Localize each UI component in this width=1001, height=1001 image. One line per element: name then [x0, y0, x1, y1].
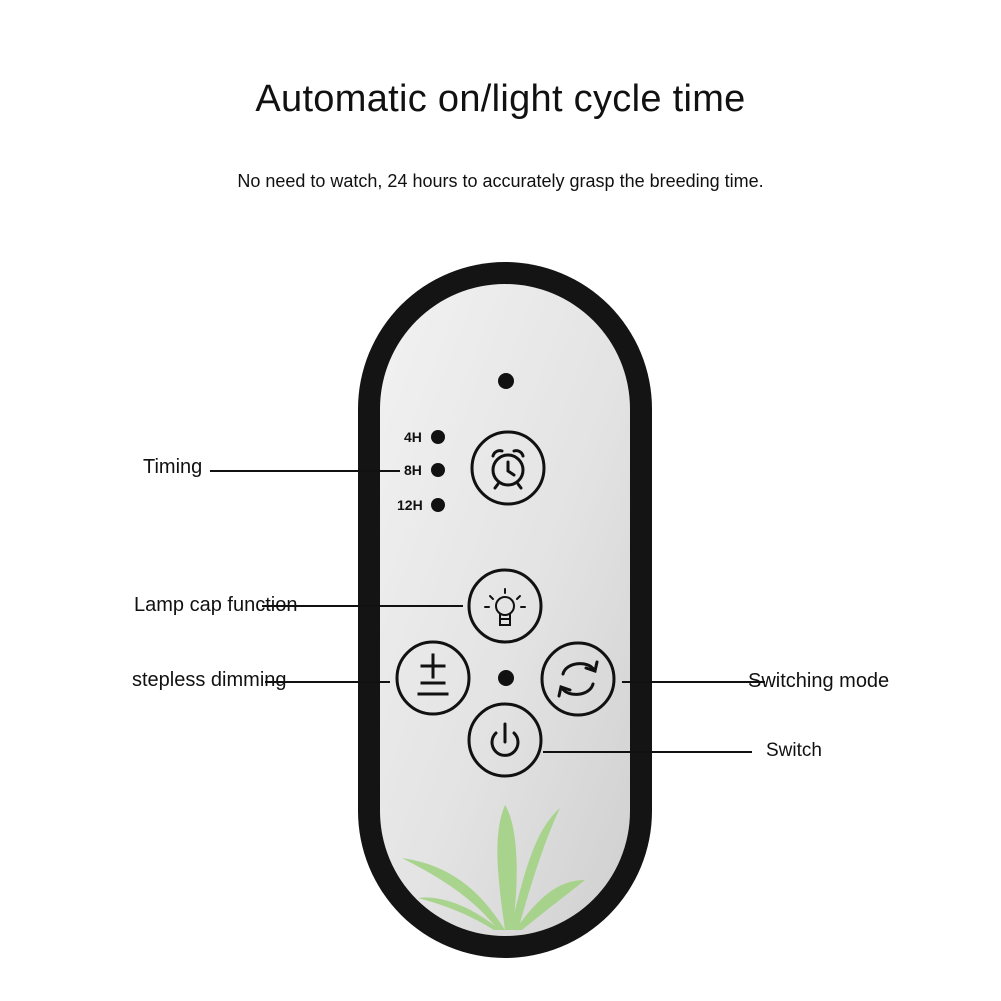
timer-button[interactable] [470, 430, 546, 506]
center-indicator-dot [498, 670, 514, 686]
callout-switch: Switch [766, 740, 822, 761]
status-indicator-dot [498, 373, 514, 389]
dimming-button[interactable] [395, 640, 471, 716]
led-label-4h: 4H [404, 429, 422, 445]
led-4h [431, 430, 445, 444]
alarm-clock-icon [491, 449, 525, 490]
led-label-12h: 12H [397, 497, 423, 513]
plus-minus-icon [417, 653, 449, 696]
led-12h [431, 498, 445, 512]
switching-mode-button[interactable] [540, 641, 616, 717]
leader-lines [210, 470, 765, 753]
page-title: Automatic on/light cycle time [255, 78, 746, 120]
callout-switching-mode: Switching mode [748, 670, 890, 692]
led-label-8h: 8H [404, 462, 422, 478]
callout-dimming: stepless dimming [132, 669, 287, 691]
light-bulb-icon [484, 588, 526, 626]
page-subtitle: No need to watch, 24 hours to accurately… [237, 171, 764, 191]
callout-timing: Timing [143, 456, 203, 478]
lamp-cap-button[interactable] [467, 568, 543, 644]
callout-lamp-cap: Lamp cap function [134, 594, 298, 616]
led-8h [431, 463, 445, 477]
power-button[interactable] [467, 702, 543, 778]
power-icon [490, 722, 520, 757]
plant-leaves-icon [402, 805, 585, 930]
cycle-arrows-icon [557, 660, 599, 698]
remote-face [380, 284, 630, 936]
